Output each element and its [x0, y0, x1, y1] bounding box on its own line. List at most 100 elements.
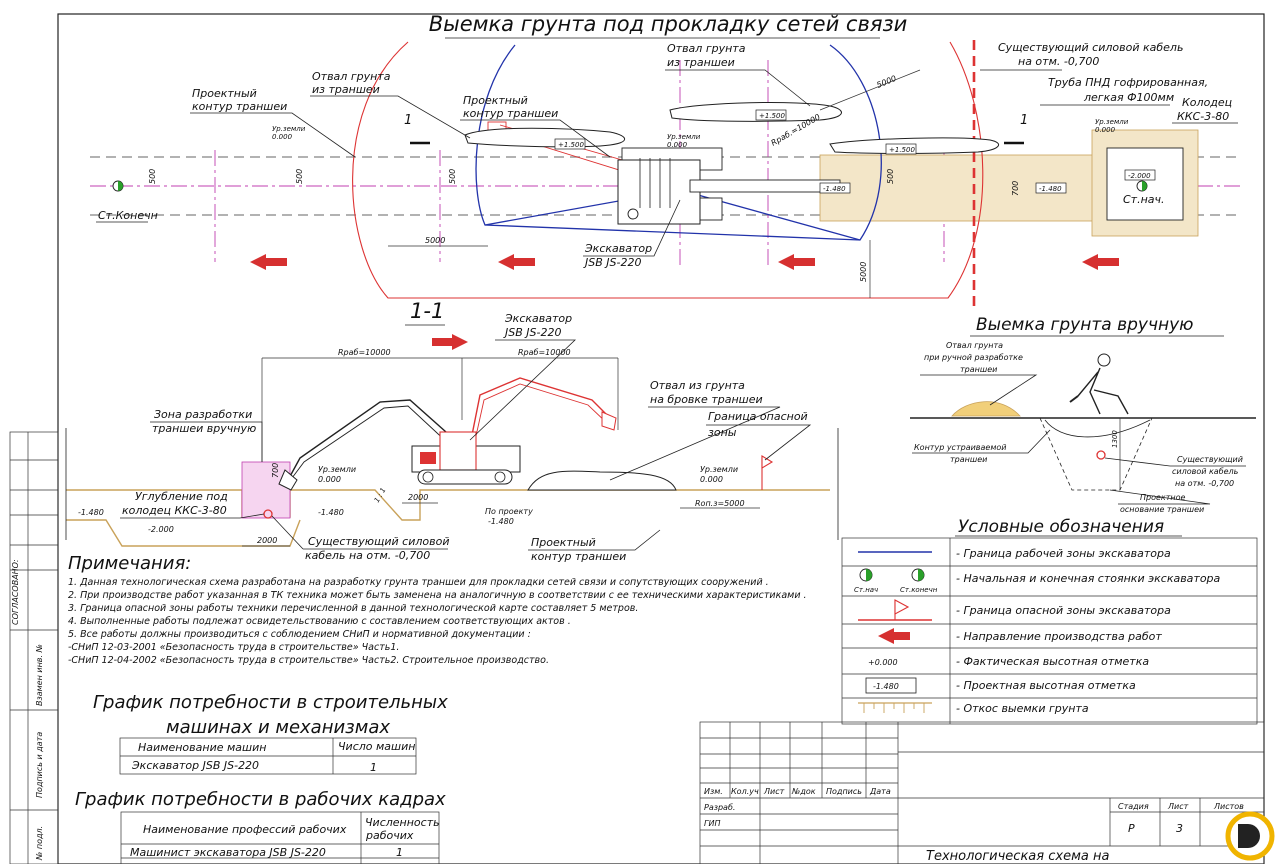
svg-text:Листов: Листов: [1213, 802, 1244, 811]
svg-text:Ст.конечн: Ст.конечн: [900, 586, 938, 594]
svg-text:График потребности в рабочих к: График потребности в рабочих кадрах: [75, 789, 446, 810]
svg-text:5000: 5000: [425, 236, 445, 245]
legend-actual-mark-symbol: +0.000: [868, 658, 898, 667]
soglasovano-label: СОГЛАСОВАНО:: [11, 559, 20, 625]
svg-text:машинах и механизмах: машинах и механизмах: [166, 717, 390, 738]
svg-text:500: 500: [448, 169, 457, 184]
svg-text:+1.500: +1.500: [558, 141, 584, 149]
manual-title: Выемка грунта вручную: [976, 315, 1193, 335]
svg-text:Rраб=10000: Rраб=10000: [338, 348, 391, 357]
svg-text:основание траншеи: основание траншеи: [1120, 505, 1204, 514]
svg-text:Наименование профессий рабочих: Наименование профессий рабочих: [143, 823, 347, 836]
svg-text:Проектный: Проектный: [192, 87, 257, 100]
svg-text:траншеи вручную: траншеи вручную: [152, 422, 256, 435]
svg-text:Существующий силовой: Существующий силовой: [308, 535, 450, 548]
svg-text:Отвал грунта: Отвал грунта: [667, 42, 746, 55]
manual-zone-hatch: [241, 461, 291, 519]
svg-text:контур траншеи: контур траншеи: [192, 100, 287, 113]
section-view: 1-1 Rраб=10000 Rраб=10000: [65, 299, 839, 563]
svg-text:Rраб=10000: Rраб=10000: [518, 348, 571, 357]
podl-label: № подл.: [35, 826, 44, 861]
svg-text:1. Данная технологическая схем: 1. Данная технологическая схема разработ…: [68, 577, 769, 588]
manual-excavation-view: Выемка грунта вручную 1300 Отвал грунта …: [910, 315, 1256, 514]
svg-text:Ст.нач: Ст.нач: [854, 586, 878, 594]
svg-text:на отм. -0,700: на отм. -0,700: [1175, 479, 1234, 488]
svg-text:Ур.земли: Ур.земли: [318, 465, 356, 474]
svg-text:- Начальная и конечная стоянки: - Начальная и конечная стоянки экскавато…: [956, 572, 1221, 585]
svg-text:0.000: 0.000: [272, 133, 293, 141]
svg-text:Экскаватор: Экскаватор: [584, 242, 652, 255]
svg-text:-2.000: -2.000: [148, 525, 174, 534]
svg-text:Стадия: Стадия: [1118, 802, 1149, 811]
svg-text:-2.000: -2.000: [1128, 172, 1151, 180]
svg-text:- Граница опасной зоны экскава: - Граница опасной зоны экскаватора: [956, 604, 1171, 617]
svg-text:Отвал грунта: Отвал грунта: [312, 70, 391, 83]
svg-text:Лист: Лист: [763, 787, 785, 796]
svg-text:1: 1: [404, 113, 412, 128]
svg-text:500: 500: [148, 169, 157, 184]
svg-text:Экскаватор: Экскаватор: [504, 312, 572, 325]
svg-text:-1.480: -1.480: [1039, 185, 1062, 193]
svg-text:легкая Ф100мм: легкая Ф100мм: [1083, 91, 1174, 104]
svg-text:3. Граница опасной зоны работы: 3. Граница опасной зоны работы техники п…: [68, 603, 638, 614]
svg-text:500: 500: [886, 169, 895, 184]
svg-text:5000: 5000: [859, 262, 868, 282]
soil-mound-1: [464, 127, 625, 148]
svg-text:2000: 2000: [408, 493, 428, 502]
svg-text:на отм. -0,700: на отм. -0,700: [1018, 55, 1099, 68]
svg-text:силовой кабель: силовой кабель: [1172, 467, 1239, 476]
svg-text:0.000: 0.000: [1095, 126, 1116, 134]
svg-text:Существующий: Существующий: [1177, 455, 1243, 464]
danger-flag-icon: [761, 455, 774, 469]
svg-text:контур траншеи: контур траншеи: [463, 107, 558, 120]
svg-text:700: 700: [271, 463, 280, 478]
plan-view: 1 1 5000 5000 5000 500 500 500 500 700 R…: [90, 40, 1240, 310]
svg-text:траншеи: траншеи: [950, 455, 987, 464]
svg-text:2. При производстве работ указ: 2. При производстве работ указанная в ТК…: [68, 590, 807, 601]
svg-text:кабель на отм. -0,700: кабель на отм. -0,700: [305, 549, 430, 562]
svg-text:из траншеи: из траншеи: [667, 56, 735, 69]
svg-text:Отвал грунта: Отвал грунта: [946, 341, 1003, 350]
worker-row-name: Машинист экскаватора JSB JS-220: [130, 846, 326, 859]
svg-text:По проекту: По проекту: [485, 507, 533, 516]
svg-text:Изм.: Изм.: [704, 787, 723, 796]
svg-text:- Направление производства раб: - Направление производства работ: [956, 630, 1162, 643]
svg-text:Зона разработки: Зона разработки: [154, 408, 252, 421]
svg-text:Проектный: Проектный: [531, 536, 596, 549]
svg-text:Углубление под: Углубление под: [135, 490, 228, 503]
svg-text:Наименование машин: Наименование машин: [138, 741, 266, 754]
svg-text:-1.480: -1.480: [318, 508, 344, 517]
svg-text:Численность: Численность: [365, 816, 440, 829]
svg-text:рабочих: рабочих: [365, 829, 414, 842]
direction-arrow-icon: [432, 334, 468, 350]
svg-text:Кол.уч: Кол.уч: [731, 787, 759, 796]
legend-direction-arrow-icon: [878, 628, 910, 644]
legend-title: Условные обозначения: [958, 517, 1164, 537]
machine-row-name: Экскаватор JSB JS-220: [131, 759, 259, 772]
svg-text:0.000: 0.000: [318, 475, 341, 484]
svg-text:ГИП: ГИП: [704, 819, 720, 828]
svg-text:Лист: Лист: [1167, 802, 1189, 811]
svg-text:Контур устраиваемой: Контур устраиваемой: [914, 443, 1006, 452]
legend-design-mark-symbol: -1.480: [873, 682, 899, 691]
svg-text:1: 1: [1020, 113, 1028, 128]
svg-text:5. Все работы должны производи: 5. Все работы должны производиться с соб…: [68, 629, 531, 640]
svg-text:500: 500: [295, 169, 304, 184]
notes-title: Примечания:: [68, 553, 191, 574]
machine-row-count: 1: [370, 761, 377, 774]
svg-text:Колодец: Колодец: [1182, 96, 1232, 109]
svg-text:-СНиП 12-04-2002 «Безопасность: -СНиП 12-04-2002 «Безопасность труда в с…: [68, 655, 549, 666]
svg-text:+1.500: +1.500: [889, 146, 915, 154]
svg-text:Подпись: Подпись: [826, 787, 862, 796]
vzamen-label: Взамен инв. №: [35, 644, 44, 706]
direction-arrow-icon: [498, 254, 535, 270]
section-title: 1-1: [410, 299, 444, 323]
svg-text:Р: Р: [1128, 822, 1135, 835]
svg-text:2000: 2000: [257, 536, 277, 545]
legend-danger-flag-icon: [858, 599, 932, 621]
svg-text:JSB JS-220: JSB JS-220: [503, 326, 561, 339]
svg-text:- Фактическая высотная отметка: - Фактическая высотная отметка: [956, 655, 1149, 668]
svg-text:№док: №док: [791, 787, 816, 796]
svg-text:-1.480: -1.480: [78, 508, 104, 517]
svg-text:+1.500: +1.500: [759, 112, 785, 120]
